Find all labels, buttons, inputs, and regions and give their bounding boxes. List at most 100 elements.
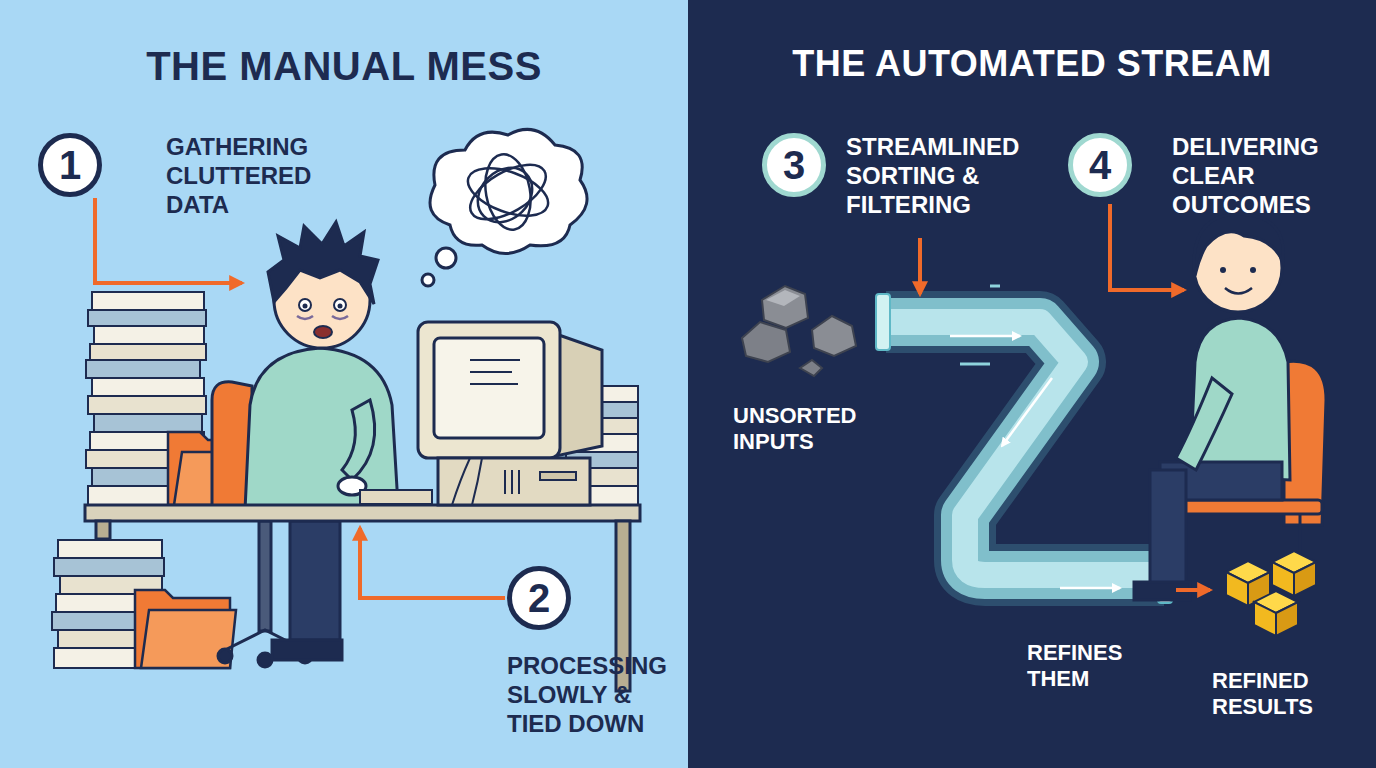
paper-stack-part <box>86 360 200 378</box>
crt-computer-part <box>518 470 520 494</box>
result-cubes-part <box>1272 551 1316 596</box>
crt-computer-part <box>418 322 560 458</box>
desk-part <box>85 505 640 521</box>
crt-computer-part <box>511 470 513 494</box>
tired-person-part <box>338 304 343 309</box>
crt-computer-part <box>470 371 512 373</box>
crt-computer-part <box>470 359 520 361</box>
office-chair-part <box>259 521 271 631</box>
tired-person-part <box>342 400 375 480</box>
callout: 3 STREAMLINED SORTING & FILTERING <box>762 133 1031 219</box>
rocks <box>742 286 856 376</box>
tired-person-part <box>303 304 308 309</box>
relaxed-person <box>1134 214 1326 600</box>
thought-bubble-part <box>436 248 456 268</box>
paper-stack-part <box>88 396 206 414</box>
pipeline-label: REFINED RESULTS <box>1212 668 1352 721</box>
leader-arrow-part <box>360 528 505 598</box>
pipeline-part <box>1002 378 1052 446</box>
crt-computer <box>360 322 602 505</box>
crt-computer-part <box>540 472 576 480</box>
tired-person-part <box>290 521 340 640</box>
paper-stack-part <box>94 414 202 432</box>
tired-person-part <box>332 316 348 319</box>
rocks-part <box>812 316 856 356</box>
tired-person-part <box>334 299 346 311</box>
paper-stack-part <box>58 540 162 558</box>
crt-computer-part <box>472 458 482 505</box>
callout-number: 3 <box>762 133 826 197</box>
office-chair-part <box>258 653 272 667</box>
leader-arrow <box>95 198 505 598</box>
thought-bubble-part <box>430 129 587 253</box>
desk-part <box>96 521 110 539</box>
rocks-part <box>766 290 800 306</box>
crt-computer-part <box>504 470 506 494</box>
crt-computer-part <box>470 383 518 385</box>
pipeline-part <box>1060 587 1120 590</box>
callout-text: DELIVERING CLEAR OUTCOMES <box>1172 133 1352 219</box>
crt-computer-part <box>434 338 544 438</box>
pipeline-part <box>886 322 1164 575</box>
rocks-part <box>742 322 790 362</box>
panel: THE MANUAL MESS 1 GATHERING CLUTTERED DATA… <box>0 0 688 768</box>
callout-text: PROCESSING SLOWLY & TIED DOWN <box>507 652 672 738</box>
result-cubes <box>1226 551 1316 636</box>
pipeline-part <box>950 335 1020 338</box>
folder <box>135 590 236 668</box>
thought-bubble-part <box>467 157 543 233</box>
callout-number: 2 <box>507 566 571 630</box>
relaxed-person-part <box>1250 267 1256 273</box>
leader-arrow-part <box>918 238 922 294</box>
thought-bubble <box>422 129 587 286</box>
pipeline-part <box>886 322 1164 575</box>
callout: 1 GATHERING CLUTTERED DATA <box>38 133 346 219</box>
crt-computer-part <box>438 458 590 505</box>
callout-number: 4 <box>1068 133 1132 197</box>
crt-computer-part <box>556 334 602 456</box>
panel-heading: THE MANUAL MESS <box>0 0 688 90</box>
callout-text: GATHERING CLUTTERED DATA <box>166 133 346 219</box>
result-cubes-part <box>1254 591 1298 636</box>
pipeline-label: REFINES THEM <box>1027 640 1157 693</box>
tired-person-part <box>297 316 313 319</box>
crt-computer-part <box>452 458 470 505</box>
pipeline-part <box>886 322 1164 575</box>
tired-person <box>245 222 398 660</box>
tired-person-part <box>272 640 342 660</box>
paper-stack-part <box>54 558 164 576</box>
panel-grounds-part <box>0 0 688 768</box>
paper-stack-part <box>88 310 206 326</box>
rocks-part <box>800 360 822 376</box>
panel-grounds-part <box>688 0 1376 768</box>
callout-number: 1 <box>38 133 102 197</box>
pipeline-part <box>960 363 990 366</box>
relaxed-person-part <box>1150 470 1186 585</box>
tired-person-part <box>314 326 332 338</box>
tired-person-part <box>299 299 311 311</box>
paper-stack-part <box>90 344 206 360</box>
folder-part <box>141 610 236 668</box>
office-chair-part <box>218 649 232 663</box>
relaxed-person-part <box>1220 267 1226 273</box>
paper-stack-part <box>92 378 204 396</box>
crt-computer-part <box>360 490 432 504</box>
callout: 2PROCESSING SLOWLY & TIED DOWN <box>507 566 672 738</box>
callout-text: STREAMLINED SORTING & FILTERING <box>846 133 1031 219</box>
paper-stack-part <box>92 292 204 310</box>
pipeline-part <box>876 294 890 350</box>
pipeline-part <box>990 285 1000 288</box>
leader-arrow <box>920 204 1210 590</box>
pipeline-label: UNSORTED INPUTS <box>733 403 873 456</box>
thought-bubble-part <box>422 274 434 286</box>
pipeline <box>876 286 1172 603</box>
thought-bubble-part <box>462 154 555 231</box>
tired-person-part <box>268 222 378 304</box>
callout: 4 DELIVERING CLEAR OUTCOMES <box>1068 133 1352 219</box>
relaxed-person-part <box>1170 500 1322 514</box>
relaxed-person-part <box>1225 288 1252 294</box>
panel-heading: THE AUTOMATED STREAM <box>688 0 1376 85</box>
